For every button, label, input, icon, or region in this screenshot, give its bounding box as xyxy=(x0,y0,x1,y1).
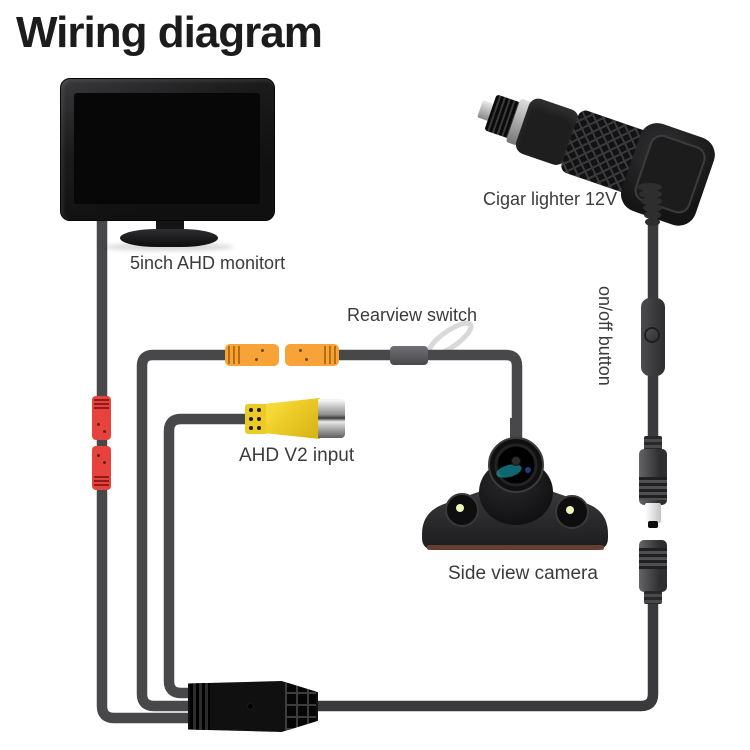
rivet-dot xyxy=(255,358,258,361)
camera-adhesive-strip xyxy=(427,545,604,550)
rivet-dot xyxy=(103,461,106,464)
cigar-lighter-plug xyxy=(470,40,730,231)
camera-lens-glint xyxy=(496,464,522,478)
side-camera-label: Side view camera xyxy=(448,563,598,584)
junction-box xyxy=(188,681,318,732)
on-off-button-label: on/off button xyxy=(595,286,615,386)
coil-rib xyxy=(644,211,661,219)
ahd-input-label: AHD V2 input xyxy=(239,445,355,466)
boot-dot xyxy=(257,408,261,412)
boot-dot xyxy=(249,408,253,412)
on-off-button-module xyxy=(641,298,665,376)
side-view-camera xyxy=(422,418,608,550)
rearview-cable-left xyxy=(136,349,234,712)
dc-male-connector xyxy=(639,449,667,505)
camera-led-left-glint xyxy=(456,504,464,512)
boot-dot xyxy=(257,417,261,421)
cigar-lighter-label: Cigar lighter 12V xyxy=(483,189,618,209)
rearview-switch xyxy=(390,346,428,365)
camera-cable-stub xyxy=(510,418,521,456)
page-title: Wiring diagram xyxy=(16,8,323,57)
coil-rib xyxy=(643,204,662,212)
monitor-stand-base xyxy=(120,229,218,247)
junction-box-dot xyxy=(248,704,253,709)
rearview-cable-right xyxy=(332,349,523,452)
dc-male-plug-tip xyxy=(645,503,661,523)
monitor-stand-shadow xyxy=(104,243,234,251)
monitor-cable xyxy=(96,214,210,724)
power-button xyxy=(644,327,660,343)
rearview-switch-label: Rearview switch xyxy=(347,305,478,325)
dc-female-connector xyxy=(639,540,667,592)
coil-rib xyxy=(639,190,662,198)
power-cable-lower xyxy=(310,596,659,712)
red-coupler xyxy=(92,396,111,490)
rca-connector-metal-tip xyxy=(318,399,345,438)
rivet-dot xyxy=(305,358,308,361)
boot-dot xyxy=(249,426,253,430)
boot-dot xyxy=(249,417,253,421)
boot-dot xyxy=(257,426,261,430)
monitor-screen xyxy=(74,93,260,204)
rivet-dot xyxy=(97,423,100,426)
rca-connector-body xyxy=(266,398,320,439)
junction-box-grid xyxy=(285,683,316,730)
camera-lens-screw xyxy=(511,456,521,466)
rivet-dot xyxy=(97,454,100,457)
dc-male-strain-relief xyxy=(644,436,662,450)
rivet-dot xyxy=(261,349,264,352)
dc-male-pin xyxy=(648,521,658,528)
red-coupler-top xyxy=(92,396,111,440)
camera-lens-glint-blue xyxy=(525,467,531,473)
junction-box-ridges xyxy=(190,683,210,730)
coil-rib xyxy=(641,197,662,205)
rca-connector-boot xyxy=(245,404,268,434)
cigar-lighter-body-group xyxy=(464,64,720,232)
dc-female-strain-relief xyxy=(644,591,662,604)
rca-cable xyxy=(163,413,254,699)
coil-rib xyxy=(645,218,660,226)
orange-coupler-right xyxy=(285,344,339,366)
red-coupler-bottom xyxy=(92,446,111,490)
coil-rib xyxy=(637,183,662,191)
orange-coupler xyxy=(225,344,339,366)
rivet-dot xyxy=(103,430,106,433)
camera-led-right-glint xyxy=(566,506,574,514)
rivet-dot xyxy=(299,349,302,352)
orange-coupler-left xyxy=(225,344,279,366)
monitor-label: 5inch AHD monitort xyxy=(130,253,286,273)
